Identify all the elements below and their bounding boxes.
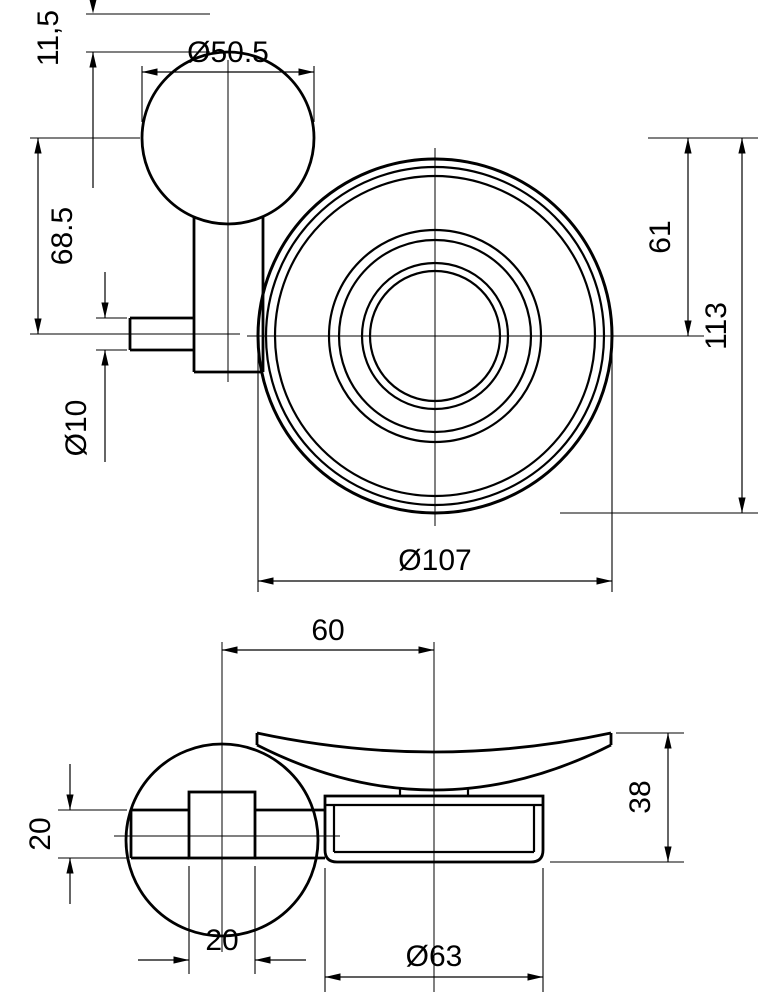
dimension-flange-to-pin: 68.5 — [30, 137, 140, 334]
dim-label-pin-diameter: Ø10 — [60, 400, 93, 457]
soap-dish-front-circles — [256, 157, 614, 515]
dimension-overall-depth: 38 — [550, 732, 684, 863]
dim-label-ring-diameter: Ø63 — [406, 940, 463, 973]
dim-label-wall-clearance: 11,5 — [32, 10, 65, 66]
dim-label-flange-to-dish-center: 61 — [644, 220, 677, 253]
side-view-centerlines — [114, 642, 435, 992]
glass-dish-profile — [255, 731, 613, 797]
arrowhead — [89, 0, 97, 14]
side-view: 60 — [24, 614, 684, 992]
holder-ring — [323, 794, 545, 864]
arm-cross-section-square — [187, 790, 257, 860]
dim-label-flange-to-pin: 68.5 — [46, 207, 79, 265]
wall-flange-side-circle — [124, 742, 320, 938]
dim-label-overall-height: 113 — [700, 302, 733, 350]
front-view-centerlines — [30, 60, 704, 526]
arm-band — [129, 808, 325, 860]
dimension-pin-diameter: Ø10 — [60, 272, 127, 462]
dimension-arm-width: 20 — [138, 866, 306, 974]
dimension-overall-height: 113 — [560, 138, 758, 514]
front-view: 11,5 Ø50.5 — [30, 0, 758, 592]
dimension-dish-diameter: Ø107 — [257, 345, 613, 592]
dim-label-arm-thickness: 20 — [24, 817, 57, 850]
dim-label-overall-depth: 38 — [624, 780, 657, 813]
dim-label-arm-width: 20 — [205, 924, 238, 957]
dimension-arm-thickness: 20 — [24, 764, 127, 904]
dimension-ring-diameter: Ø63 — [324, 868, 544, 992]
dim-label-dish-diameter: Ø107 — [398, 544, 471, 577]
dimension-wall-to-dish-center: 60 — [222, 614, 434, 654]
dim-label-wall-to-dish-center: 60 — [311, 614, 344, 647]
dimension-wall-clearance: 11,5 — [32, 0, 210, 188]
